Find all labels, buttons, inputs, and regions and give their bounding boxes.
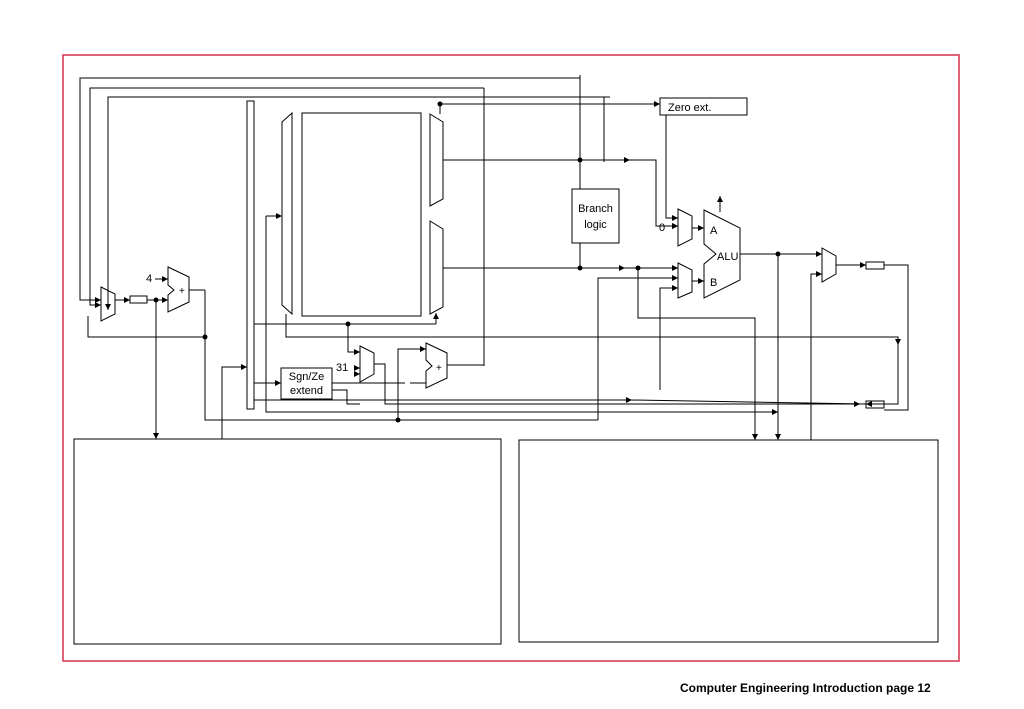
alu-label: ALU bbox=[717, 251, 738, 263]
const-zero-label: 0 bbox=[659, 222, 665, 234]
pc-adder-plus: + bbox=[179, 286, 185, 297]
zero-ext-label: Zero ext. bbox=[668, 102, 711, 114]
right-empty-box bbox=[518, 439, 939, 643]
register-write-mux bbox=[281, 111, 293, 316]
left-empty-box bbox=[73, 438, 502, 645]
sgn-ze-label-2: extend bbox=[290, 385, 323, 397]
pc-register bbox=[129, 295, 148, 304]
register-file bbox=[301, 112, 422, 317]
branch-logic-box bbox=[571, 188, 620, 244]
branch-adder bbox=[425, 342, 448, 389]
sign-zero-extend-box bbox=[280, 367, 333, 400]
wiring bbox=[79, 75, 909, 440]
alu-a-mux bbox=[677, 208, 693, 247]
alu-input-a-label: A bbox=[710, 225, 718, 237]
alu-b-mux bbox=[677, 262, 693, 299]
const-four-label: 4 bbox=[146, 273, 152, 285]
page-footer: Computer Engineering Introduction page 1… bbox=[680, 681, 931, 695]
sgn-ze-label-1: Sgn/Ze bbox=[289, 371, 324, 383]
page-frame bbox=[62, 54, 960, 662]
alu-input-b-label: B bbox=[710, 277, 717, 289]
branch-adder-plus: + bbox=[436, 363, 442, 374]
junction-dots bbox=[153, 101, 781, 423]
register-read-mux-1 bbox=[429, 113, 444, 207]
output-register-top bbox=[865, 261, 885, 270]
zero-ext-box bbox=[659, 97, 748, 116]
const-31-label: 31 bbox=[336, 362, 348, 374]
branch-mux bbox=[359, 345, 375, 383]
branch-logic-label-2: logic bbox=[584, 219, 607, 231]
output-mux bbox=[821, 247, 837, 283]
instruction-bus bbox=[246, 100, 255, 410]
branch-logic-label-1: Branch bbox=[578, 203, 613, 215]
pc-adder bbox=[167, 266, 190, 313]
register-read-mux-2 bbox=[429, 220, 444, 315]
